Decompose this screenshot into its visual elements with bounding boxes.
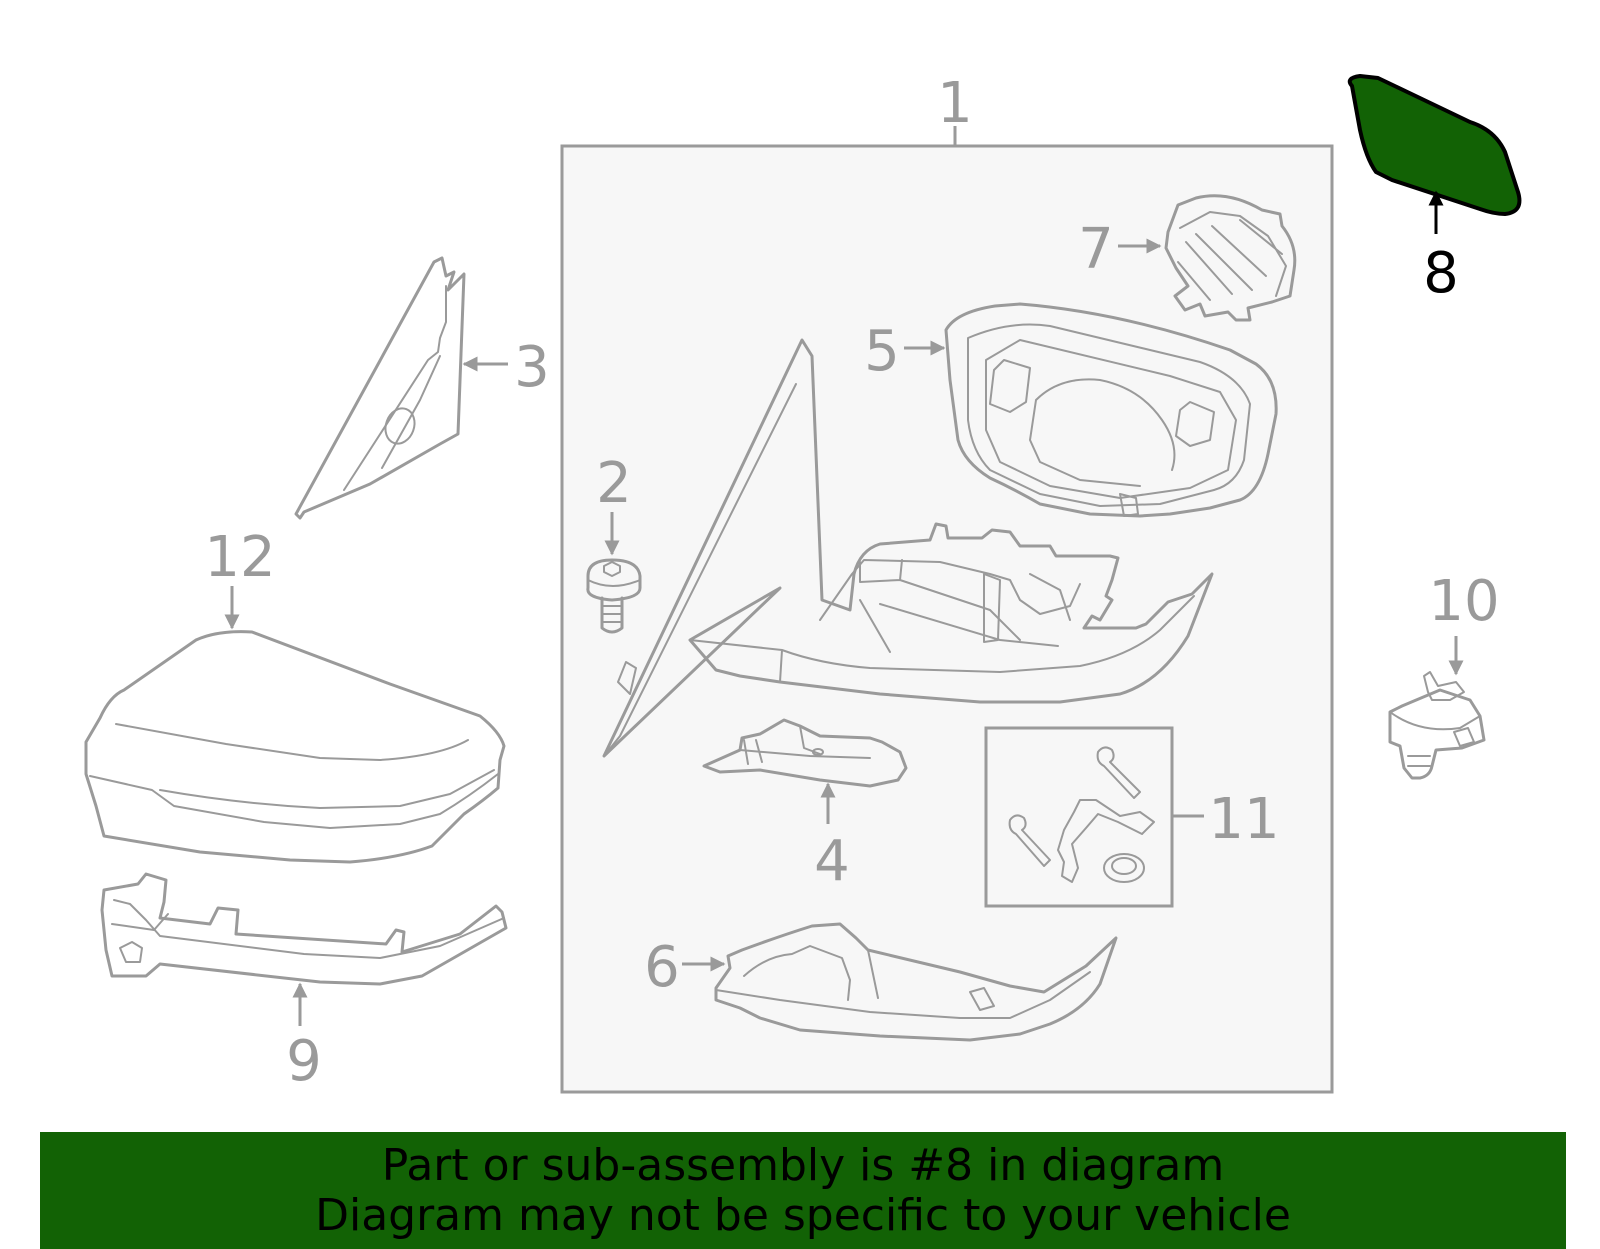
part-10-sensor[interactable] <box>1388 671 1486 780</box>
callout-7[interactable]: 7 <box>1078 217 1114 282</box>
part-5-housing[interactable] <box>944 302 1278 518</box>
callout-9[interactable]: 9 <box>286 1029 322 1094</box>
part-7-actuator[interactable] <box>1164 194 1297 322</box>
callout-6[interactable]: 6 <box>644 935 680 1000</box>
part-2-screw[interactable] <box>586 558 642 634</box>
part-6-lower-trim[interactable] <box>714 922 1118 1042</box>
part-12-mirror-cap[interactable] <box>84 630 506 864</box>
callout-3[interactable]: 3 <box>514 335 550 400</box>
callout-10[interactable]: 10 <box>1428 569 1499 634</box>
callout-11[interactable]: 11 <box>1208 787 1279 852</box>
callout-8[interactable]: 8 <box>1423 241 1459 306</box>
part-9-turn-signal[interactable] <box>100 872 508 986</box>
callout-12[interactable]: 12 <box>204 525 275 590</box>
part-4-bracket[interactable] <box>702 718 908 788</box>
banner-line-2: Diagram may not be specific to your vehi… <box>315 1189 1291 1241</box>
info-banner: Part or sub-assembly is #8 in diagram Di… <box>40 1132 1566 1249</box>
assembly-box <box>560 144 1334 1094</box>
callout-4[interactable]: 4 <box>814 829 850 894</box>
callout-2[interactable]: 2 <box>596 451 632 516</box>
part-8-mirror-glass[interactable] <box>1347 74 1522 216</box>
part-3-sail-cover[interactable] <box>294 256 466 520</box>
banner-line-1: Part or sub-assembly is #8 in diagram <box>381 1139 1225 1191</box>
mirror-base-assembly[interactable] <box>602 338 1214 758</box>
callout-1[interactable]: 1 <box>937 71 973 136</box>
part-11-hardware <box>1008 746 1155 883</box>
callout-5[interactable]: 5 <box>864 319 900 384</box>
